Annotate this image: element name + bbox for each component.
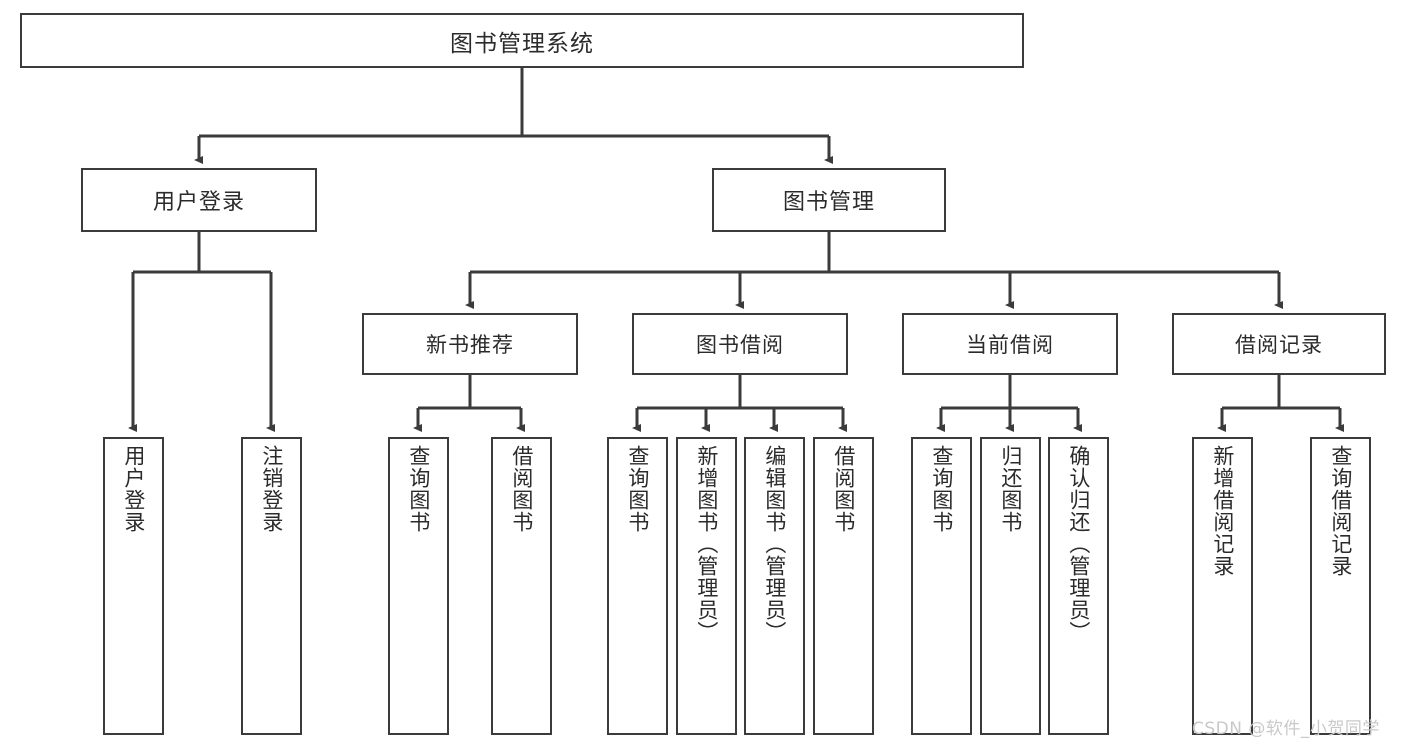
leaf-current-borrow-return-book[interactable]: 归还图书 (980, 437, 1041, 735)
node-root-book-management-system[interactable]: 图书管理系统 (20, 13, 1024, 68)
node-label: 当前借阅 (966, 333, 1054, 357)
node-label: 借阅记录 (1235, 333, 1323, 357)
node-label: 新增借阅记录 (1210, 445, 1235, 577)
leaf-book-borrow-edit-book-admin[interactable]: 编辑图书（管理员） (744, 437, 805, 735)
leaf-new-book-query-book[interactable]: 查询图书 (388, 437, 449, 735)
node-label: 查询借阅记录 (1328, 445, 1353, 577)
node-label: 确认归还（管理员） (1066, 445, 1091, 643)
node-label: 图书管理系统 (450, 30, 594, 57)
leaf-borrow-record-query-record[interactable]: 查询借阅记录 (1310, 437, 1371, 735)
leaf-user-login-logout[interactable]: 注销登录 (241, 437, 302, 735)
node-current-borrow[interactable]: 当前借阅 (902, 313, 1118, 375)
leaf-new-book-borrow-book[interactable]: 借阅图书 (491, 437, 552, 735)
node-label: 新书推荐 (426, 333, 514, 357)
leaf-borrow-record-add-record[interactable]: 新增借阅记录 (1192, 437, 1253, 735)
node-label: 用户登录 (121, 445, 146, 533)
leaf-book-borrow-borrow-book[interactable]: 借阅图书 (813, 437, 874, 735)
node-label: 用户登录 (152, 190, 245, 215)
leaf-current-borrow-query-book[interactable]: 查询图书 (911, 437, 972, 735)
node-label: 查询图书 (406, 445, 431, 533)
node-user-login[interactable]: 用户登录 (81, 168, 317, 232)
node-book-borrow[interactable]: 图书借阅 (632, 313, 848, 375)
node-book-management[interactable]: 图书管理 (712, 168, 946, 232)
node-label: 注销登录 (259, 445, 284, 533)
leaf-book-borrow-add-book-admin[interactable]: 新增图书（管理员） (676, 437, 737, 735)
node-label: 编辑图书（管理员） (762, 445, 787, 643)
node-label: 图书管理 (782, 190, 875, 215)
leaf-user-login-login[interactable]: 用户登录 (103, 437, 164, 735)
node-borrow-record[interactable]: 借阅记录 (1172, 313, 1386, 375)
node-label: 归还图书 (998, 445, 1023, 533)
node-label: 借阅图书 (509, 445, 534, 533)
node-label: 图书借阅 (696, 333, 784, 357)
node-label: 借阅图书 (831, 445, 856, 533)
leaf-current-borrow-confirm-return-admin[interactable]: 确认归还（管理员） (1048, 437, 1109, 735)
node-label: 新增图书（管理员） (694, 445, 719, 643)
node-label: 查询图书 (929, 445, 954, 533)
node-new-book-recommend[interactable]: 新书推荐 (362, 313, 578, 375)
csdn-watermark: CSDN @软件_小贺同学 (1192, 719, 1380, 739)
node-label: 查询图书 (625, 445, 650, 533)
leaf-book-borrow-query-book[interactable]: 查询图书 (607, 437, 668, 735)
